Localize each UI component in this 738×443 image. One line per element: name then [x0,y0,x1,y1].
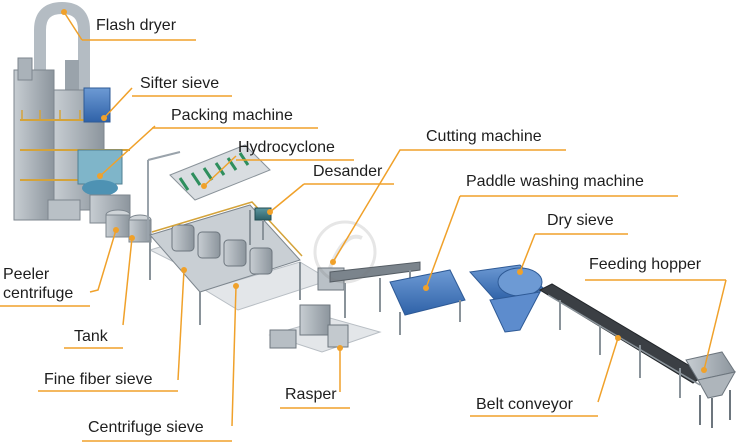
label-desander: Desander [313,163,383,180]
label-tank: Tank [74,328,108,345]
label-sifter-sieve: Sifter sieve [140,75,220,92]
leader-dots [61,9,707,373]
belt-conveyor-machine [538,283,706,398]
label-belt-conveyor: Belt conveyor [476,396,573,413]
feeding-hopper-machine [685,351,736,428]
hydrocyclone-machine [147,144,271,240]
label-underlines [0,39,726,442]
label-packing-machine: Packing machine [171,107,293,124]
label-rasper: Rasper [285,386,337,403]
label-cutting-machine: Cutting machine [426,128,542,145]
label-peeler-centrifuge-line1: Peeler [3,266,50,283]
rasper-machine [269,304,349,349]
label-centrifuge-sieve: Centrifuge sieve [88,419,204,436]
label-peeler-centrifuge-line2: centrifuge [3,285,74,302]
label-paddle-washing-machine: Paddle washing machine [466,173,644,190]
tank-machine [105,209,152,243]
dry-sieve-machine [469,264,547,333]
paddle-washing-machine [389,269,466,335]
label-feeding-hopper: Feeding hopper [589,256,702,273]
label-dry-sieve: Dry sieve [547,212,614,229]
leader-lines [63,11,727,427]
label-fine-fiber-sieve: Fine fiber sieve [44,371,153,388]
flash-dryer-machine [13,1,131,224]
label-hydrocyclone: Hydrocyclone [238,139,335,156]
label-flash-dryer: Flash dryer [96,17,177,34]
centrifuge-sieve-machine [149,201,303,325]
